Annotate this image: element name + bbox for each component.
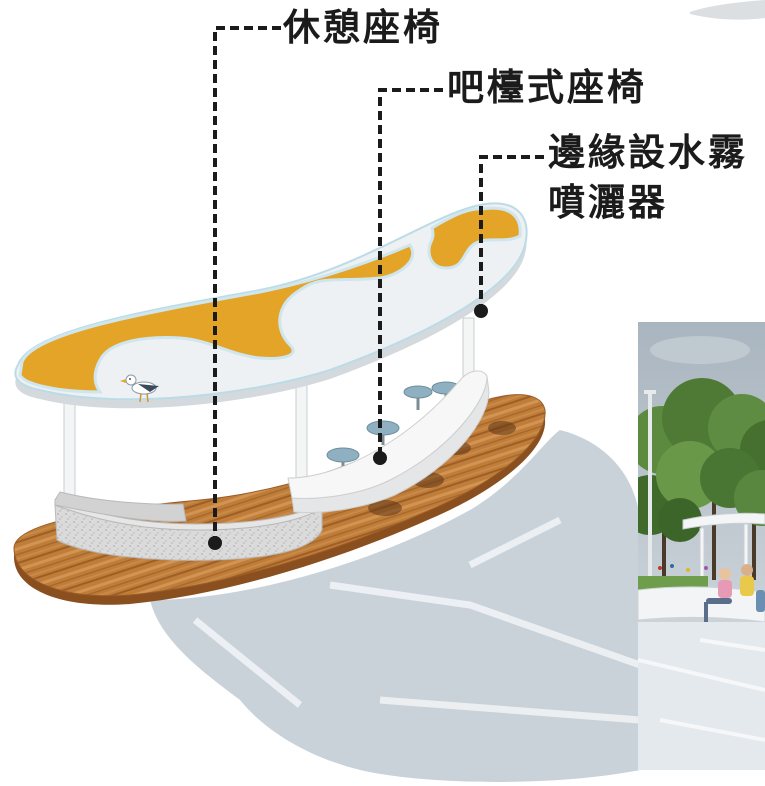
plaza-ground — [638, 622, 765, 770]
leader-line-mist-sprayer — [479, 155, 544, 306]
bar-counter — [287, 370, 490, 513]
label-bar-seating: 吧檯式座椅 — [447, 66, 647, 109]
dot-rest-seating — [208, 536, 222, 550]
distant-people — [658, 564, 708, 572]
leader-line-bar-seating — [378, 88, 443, 453]
white-bench — [638, 586, 765, 623]
leader-lines — [213, 26, 544, 538]
label-mist-sprayer-line1: 邊緣設水霧 — [548, 131, 748, 174]
trees — [638, 378, 765, 580]
label-rest-seating: 休憩座椅 — [283, 6, 443, 49]
label-mist-sprayer-line2: 噴灑器 — [548, 181, 668, 224]
dot-mist-sprayer — [474, 304, 488, 318]
seated-people — [704, 564, 765, 626]
canopy-roof — [14, 202, 528, 409]
leader-dots — [208, 304, 488, 550]
lamp-post — [648, 392, 652, 582]
site-photo-inset — [638, 322, 765, 770]
stone-rest-bench — [54, 491, 323, 561]
cropped-image-fragment — [690, 0, 765, 20]
ground-shadow — [150, 430, 640, 782]
middle-post — [295, 384, 308, 489]
seagull-figure — [120, 374, 159, 403]
leader-line-rest-seating — [213, 26, 281, 538]
dot-bar-seating — [373, 451, 387, 465]
